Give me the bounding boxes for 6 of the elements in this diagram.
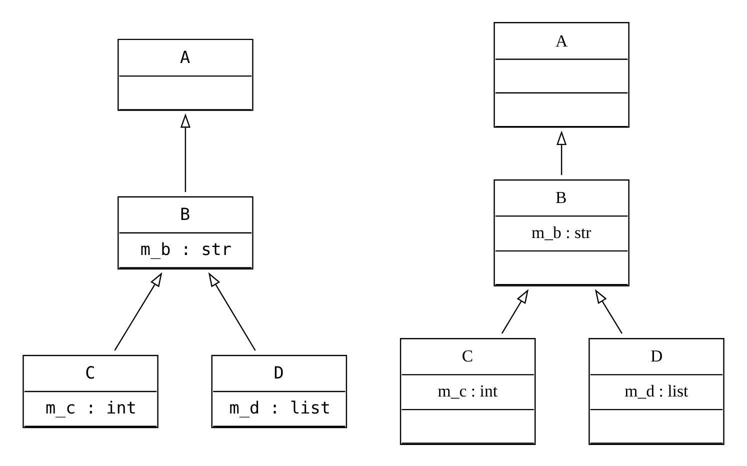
arrow [114, 272, 162, 350]
arrow [594, 288, 622, 334]
arrow [556, 130, 567, 175]
arrow [501, 288, 529, 334]
arrow [180, 112, 190, 192]
arrow [208, 272, 256, 350]
